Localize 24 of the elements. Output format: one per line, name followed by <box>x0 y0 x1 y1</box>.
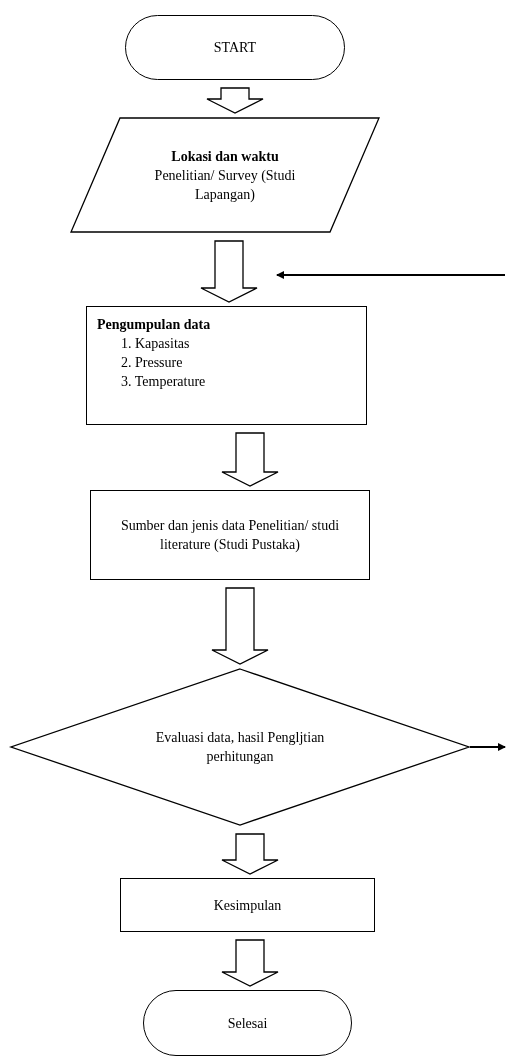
block-arrow <box>221 432 279 487</box>
block-arrow <box>221 833 279 875</box>
node-text: Selesai <box>227 1014 268 1033</box>
node-text: Lokasi dan waktu <box>171 147 279 166</box>
arrow <box>469 743 506 751</box>
arrow <box>276 271 506 279</box>
list-item: 2. Pressure <box>121 354 183 372</box>
decision-diamond <box>10 668 470 826</box>
input-parallelogram <box>70 117 380 233</box>
block-arrow <box>211 587 269 665</box>
block-arrow <box>200 240 258 303</box>
node-text: Sumber dan jenis data Penelitian/ studi literature (Studi Pustaka) <box>119 517 341 554</box>
process-box <box>120 878 375 932</box>
block-arrow <box>206 87 264 114</box>
list-item: 1. Kapasitas <box>121 335 190 353</box>
node-text: Evaluasi data, hasil Pengljtian perhitungan <box>155 729 325 766</box>
node-text: Penelitian/ Survey (Studi Lapangan) <box>153 166 297 204</box>
block-arrow <box>221 939 279 987</box>
process-box <box>86 306 367 425</box>
node-text: Kesimpulan <box>213 896 282 915</box>
process-box <box>90 490 370 580</box>
list-item: 3. Temperature <box>121 373 206 391</box>
node-text: Pengumpulan data <box>97 316 211 334</box>
node-text: START <box>213 39 257 57</box>
